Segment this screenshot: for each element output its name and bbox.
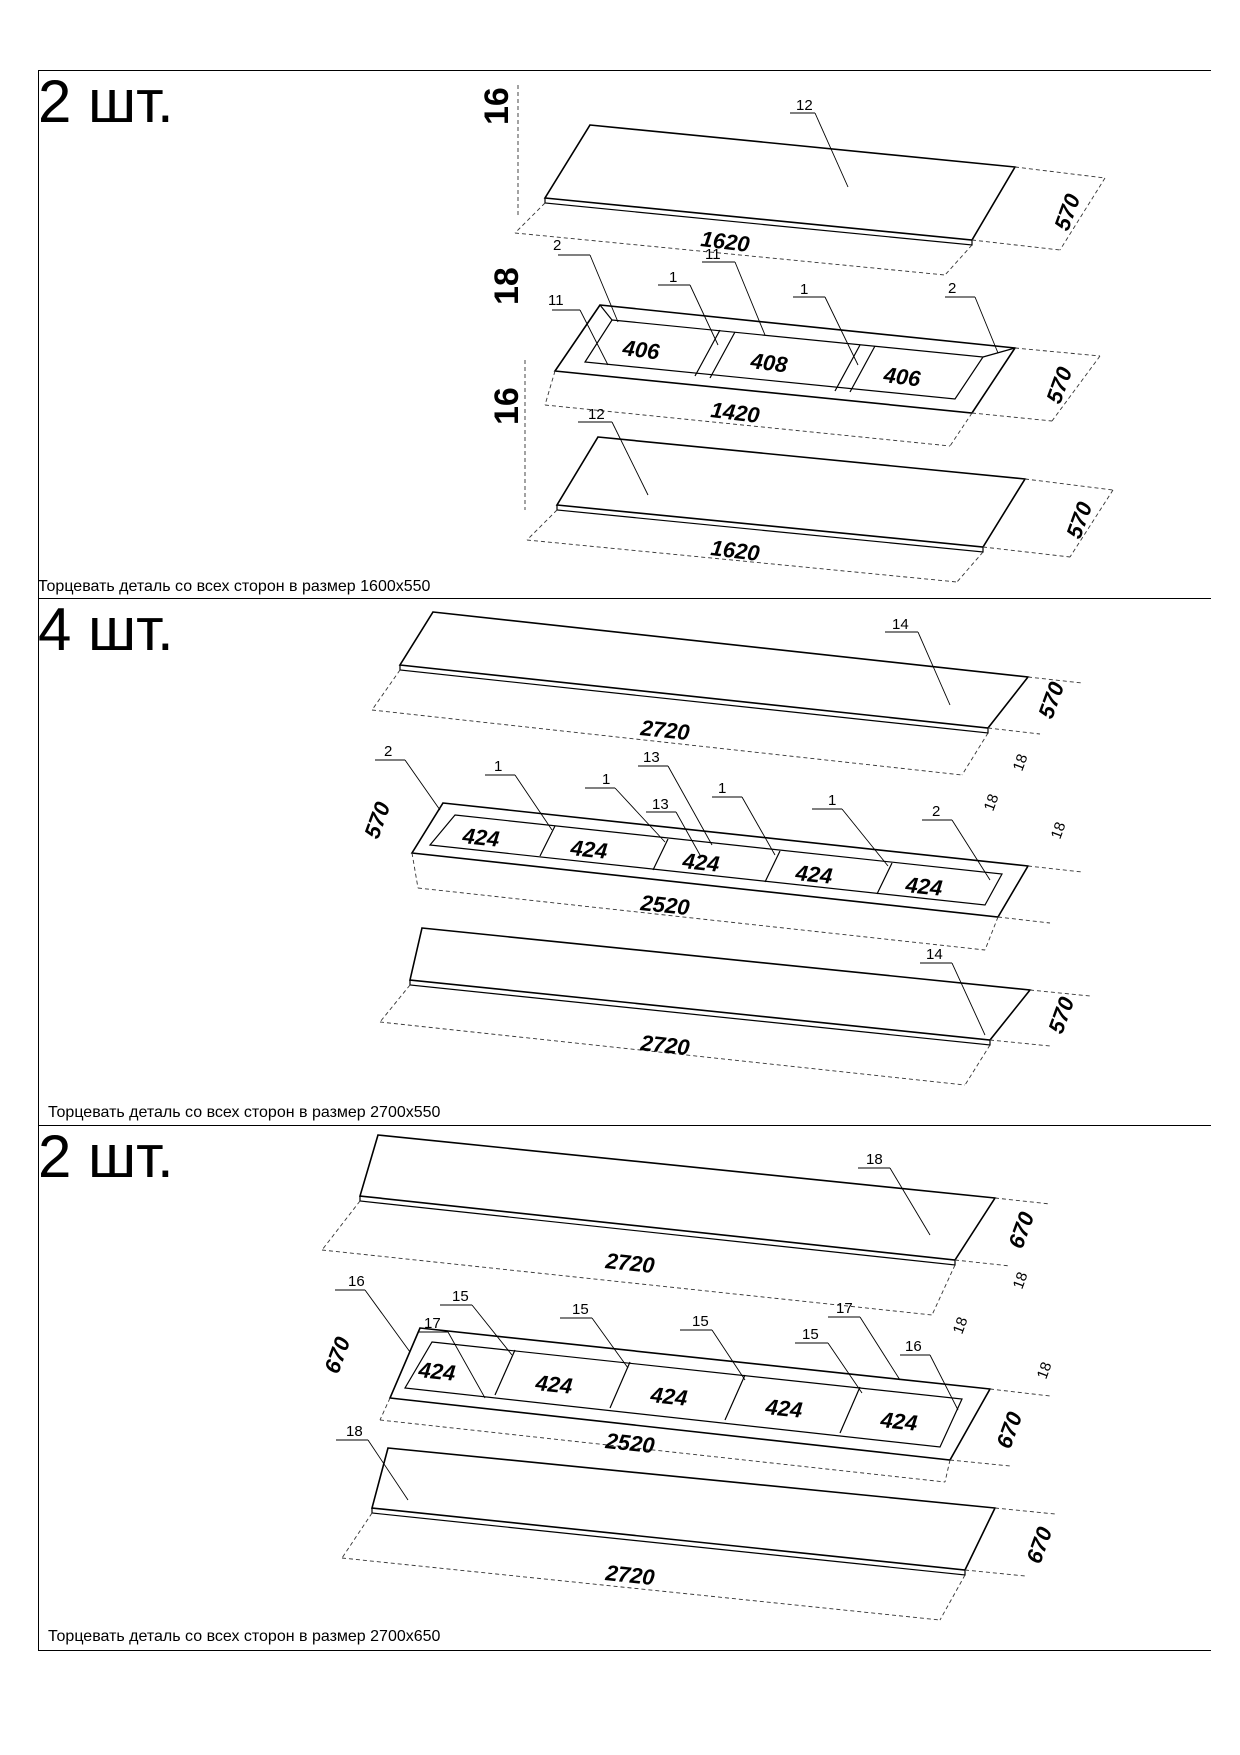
s1-part-label-6: 11 (548, 292, 564, 309)
s2-top-depth: 570 (1033, 678, 1069, 722)
s2-middle-frame (375, 759, 1083, 951)
s2-part-label-7: 1 (828, 792, 836, 809)
section-3-quantity: 2 шт. (38, 1123, 174, 1190)
s1-bottom-panel (526, 421, 1114, 583)
s2-thickness-2: 18 (981, 792, 1003, 813)
s3-top-length: 2720 (603, 1248, 656, 1278)
s2-bottom-depth: 570 (1043, 993, 1079, 1037)
s2-middle-length: 2520 (638, 890, 691, 920)
s3-thickness-3: 18 (1034, 1360, 1056, 1381)
s3-thickness-1: 18 (1010, 1270, 1032, 1291)
section-2-drawing: 14 2720 570 2 1 1 13 13 1 1 2 424 424 42… (359, 611, 1091, 1086)
s3-part-label-6: 17 (836, 1300, 853, 1317)
section-2-quantity: 4 шт. (38, 596, 174, 663)
s1-thickness-1: 16 (478, 87, 516, 125)
s1-thickness-3: 16 (488, 387, 526, 425)
s1-cell-2: 408 (748, 348, 789, 378)
s1-bottom-depth: 570 (1061, 498, 1097, 542)
section-1-drawing: 12 1620 570 2 1 11 1 2 11 406 408 406 14… (478, 85, 1114, 583)
s1-cell-1: 406 (620, 335, 661, 365)
s3-bottom-part-label: 18 (346, 1423, 363, 1440)
s2-thickness-3: 18 (1048, 820, 1070, 841)
s3-cell-4: 424 (763, 1394, 803, 1423)
s2-bottom-length: 2720 (638, 1030, 691, 1060)
section-1-quantity: 2 шт. (38, 68, 174, 135)
s1-bottom-part-label: 12 (588, 406, 605, 423)
s3-part-label-2: 15 (452, 1288, 469, 1305)
s2-part-label-5: 13 (652, 796, 669, 813)
section-3-drawing: 18 2720 670 16 15 17 15 15 17 15 16 424 … (319, 1134, 1058, 1621)
s2-cell-1: 424 (460, 823, 500, 852)
s1-top-panel (514, 112, 1106, 276)
section-1-frame (38, 70, 1211, 599)
s2-part-label-2: 1 (494, 758, 502, 775)
s3-part-label-8: 16 (905, 1338, 922, 1355)
s2-part-label-8: 2 (932, 803, 940, 820)
section-1-note: Торцевать деталь со всех сторон в размер… (38, 578, 431, 595)
section-3-note: Торцевать деталь со всех сторон в размер… (48, 1628, 441, 1645)
s3-middle-depth-right: 670 (991, 1408, 1027, 1452)
s2-part-label-1: 2 (384, 743, 392, 760)
s2-top-length: 2720 (638, 715, 691, 745)
s3-part-label-3: 17 (424, 1315, 441, 1332)
s3-middle-depth: 670 (319, 1333, 355, 1377)
s3-cell-1: 424 (416, 1357, 456, 1386)
s3-top-panel (321, 1134, 1051, 1316)
section-2-frame (38, 598, 1211, 1126)
s3-cell-2: 424 (533, 1370, 573, 1399)
s1-middle-frame (544, 254, 1101, 447)
s3-part-label-5: 15 (692, 1313, 709, 1330)
s2-top-part-label: 14 (892, 616, 909, 633)
s1-part-label-5: 2 (948, 280, 956, 297)
s3-bottom-depth: 670 (1021, 1523, 1057, 1567)
s1-part-label-2: 1 (669, 269, 677, 286)
s3-top-depth: 670 (1003, 1208, 1039, 1252)
s3-bottom-panel (336, 1439, 1056, 1621)
s1-thickness-2: 18 (488, 267, 526, 305)
s3-middle-frame (335, 1289, 1051, 1483)
section-2-note: Торцевать деталь со всех сторон в размер… (48, 1104, 441, 1121)
s2-cell-3: 424 (680, 848, 720, 877)
s2-thickness-1: 18 (1010, 752, 1032, 773)
s1-part-label-3: 11 (705, 246, 721, 263)
s3-cell-3: 424 (648, 1382, 688, 1411)
s1-top-length: 1620 (699, 226, 751, 257)
s3-part-label-7: 15 (802, 1326, 819, 1343)
s2-part-label-6: 1 (718, 780, 726, 797)
s1-middle-depth: 570 (1041, 363, 1077, 407)
s1-bottom-length: 1620 (709, 535, 761, 566)
s3-middle-length: 2520 (603, 1428, 656, 1458)
s1-top-part-label: 12 (796, 97, 813, 114)
s1-top-depth: 570 (1049, 190, 1085, 234)
s3-part-label-4: 15 (572, 1301, 589, 1318)
s1-middle-length: 1420 (709, 397, 761, 428)
s1-part-label-4: 1 (800, 281, 808, 298)
s3-bottom-length: 2720 (603, 1560, 656, 1590)
section-3-frame (38, 1125, 1211, 1651)
s2-part-label-4: 13 (643, 749, 660, 766)
s3-top-part-label: 18 (866, 1151, 883, 1168)
s1-part-label-1: 2 (553, 237, 561, 254)
s3-thickness-2: 18 (950, 1315, 972, 1336)
s2-middle-depth: 570 (359, 798, 395, 842)
s2-cell-5: 424 (903, 872, 943, 901)
s2-bottom-part-label: 14 (926, 946, 943, 963)
s3-cell-5: 424 (878, 1407, 918, 1436)
s2-top-panel (371, 611, 1083, 776)
s3-part-label-1: 16 (348, 1273, 365, 1290)
s2-bottom-panel (379, 927, 1091, 1086)
s2-part-label-3: 1 (602, 771, 610, 788)
s2-cell-2: 424 (568, 835, 608, 864)
s1-cell-3: 406 (881, 362, 922, 392)
s2-cell-4: 424 (793, 860, 833, 889)
